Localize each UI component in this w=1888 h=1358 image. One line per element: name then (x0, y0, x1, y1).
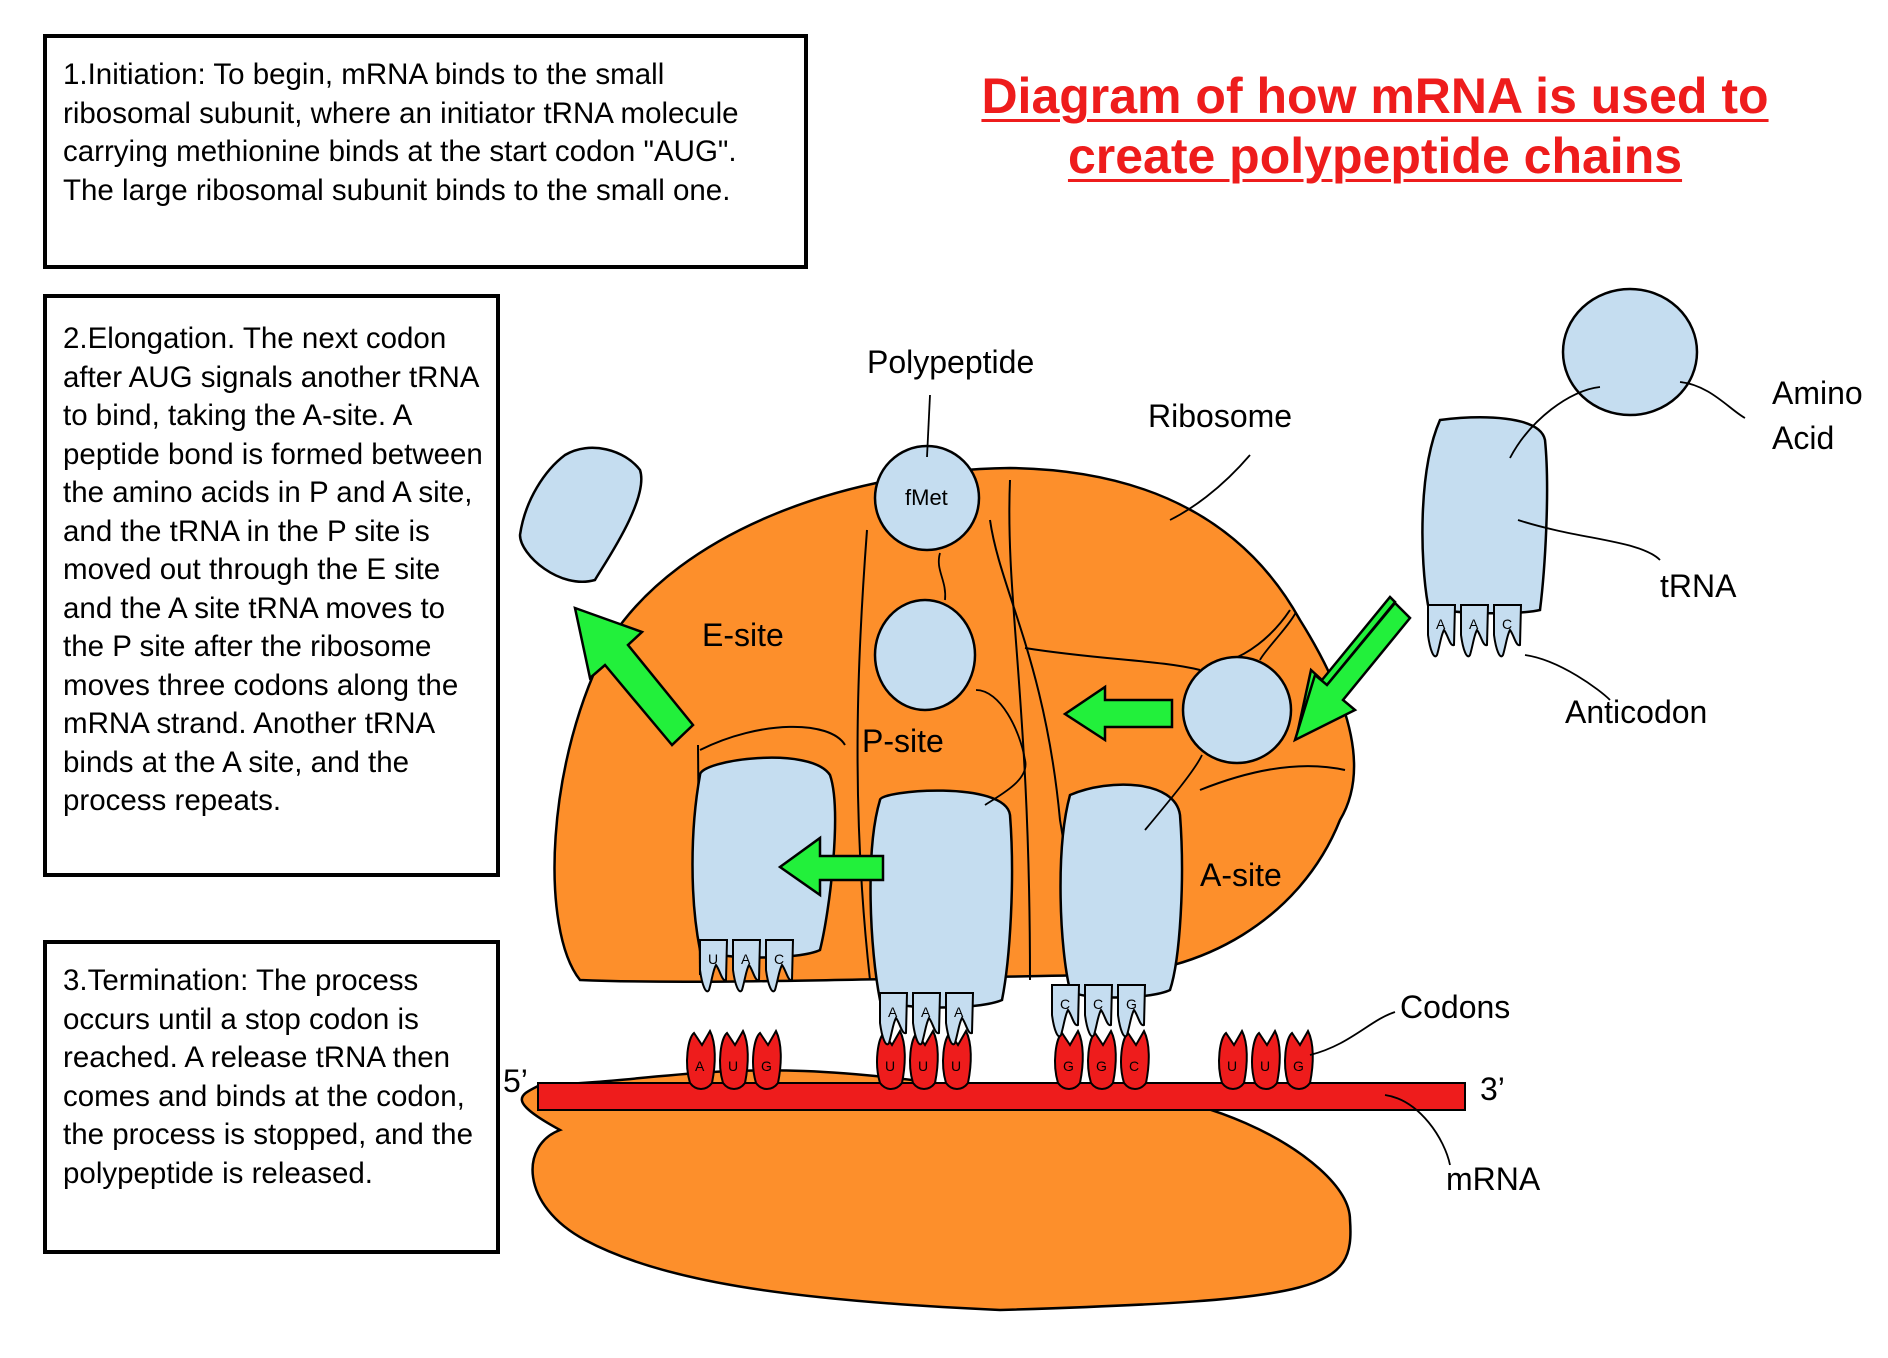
p-site-trna (869, 789, 1014, 1009)
anticodon-base (1493, 604, 1523, 658)
translocation-arrow-lower (777, 835, 885, 898)
polypeptide-label: Polypeptide (867, 344, 1034, 380)
anticodon-letter: A (921, 1004, 931, 1020)
anticodon-base (699, 939, 729, 993)
anticodon-base (879, 992, 909, 1046)
termination-textbox: 3.Termination: The process occurs until … (43, 940, 500, 1254)
exiting-trna (518, 446, 643, 583)
anticodon-letter: C (1093, 996, 1103, 1012)
five-prime-label: 5’ (503, 1063, 528, 1099)
ribosome-label: Ribosome (1148, 398, 1292, 434)
anticodon-letter: C (1060, 996, 1070, 1012)
codon-base (719, 1028, 749, 1090)
anticodon-letter: U (708, 951, 718, 967)
codon-base (909, 1028, 939, 1090)
anticodon-base (912, 992, 942, 1046)
p-site-amino-acid (873, 598, 977, 712)
initiation-textbox: 1.Initiation: To begin, mRNA binds to th… (43, 34, 808, 269)
anticodon-base (1427, 604, 1457, 658)
codon-base (1251, 1028, 1281, 1090)
initiation-text: 1.Initiation: To begin, mRNA binds to th… (63, 58, 739, 207)
elongation-text: 2.Elongation. The next codon after AUG s… (63, 322, 483, 817)
codon-letter: C (1129, 1058, 1139, 1074)
fmet-label: fMet (905, 485, 948, 510)
entry-arrow-body (1292, 601, 1412, 743)
exit-arrow (573, 606, 695, 747)
codon-letter: U (1260, 1058, 1270, 1074)
anticodon-letter: A (741, 951, 751, 967)
codon-base (1087, 1028, 1117, 1090)
trna-label: tRNA (1660, 568, 1737, 604)
anticodon-base (1051, 984, 1081, 1038)
codon-letter: A (695, 1058, 705, 1074)
codon-letter: U (1227, 1058, 1237, 1074)
codon-base (686, 1028, 716, 1090)
codon-letter: G (1063, 1058, 1074, 1074)
a-site-label: A-site (1200, 857, 1282, 893)
anticodon-letter: C (774, 951, 784, 967)
codon-base (1120, 1028, 1150, 1090)
mrna-label: mRNA (1446, 1161, 1541, 1197)
codon-base (1284, 1028, 1314, 1090)
anticodon-letter: A (1469, 616, 1479, 632)
amino-acid-label-line1: Amino (1772, 375, 1863, 411)
codon-base (876, 1028, 906, 1090)
small-ribosomal-subunit (520, 1069, 1352, 1312)
anticodon-row: U A C A A A C C G A A C (699, 604, 1523, 1046)
anticodon-letter: G (1126, 996, 1137, 1012)
amino-acid-label-line2: Acid (1772, 420, 1834, 456)
a-site-amino-acid (1181, 655, 1293, 765)
mrna-strand (537, 1082, 1466, 1111)
codon-base (752, 1028, 782, 1090)
codon-letter: U (918, 1058, 928, 1074)
elongation-textbox: 2.Elongation. The next codon after AUG s… (43, 294, 500, 877)
three-prime-label: 3’ (1480, 1071, 1505, 1107)
anticodon-letter: A (1436, 616, 1446, 632)
codon-base (1218, 1028, 1248, 1090)
anticodon-base (1084, 984, 1114, 1038)
termination-text: 3.Termination: The process occurs until … (63, 964, 473, 1190)
anticodon-letter: A (888, 1004, 898, 1020)
a-site-trna (1059, 783, 1184, 999)
anticodon-letter: A (954, 1004, 964, 1020)
anticodon-base (765, 939, 795, 993)
codon-letter: G (1293, 1058, 1304, 1074)
codon-letter: U (951, 1058, 961, 1074)
codon-letter: G (1096, 1058, 1107, 1074)
codon-base (942, 1028, 972, 1090)
codon-letter: G (761, 1058, 772, 1074)
translocation-arrow-upper (1062, 684, 1174, 743)
anticodon-base (945, 992, 975, 1046)
incoming-trna (1421, 416, 1549, 615)
leader-lines (926, 381, 1746, 1166)
codon-base (1054, 1028, 1084, 1090)
p-site-label: P-site (862, 723, 944, 759)
codons-label: Codons (1400, 989, 1510, 1025)
e-site-trna (691, 756, 837, 959)
codon-letter: U (885, 1058, 895, 1074)
anticodon-base (732, 939, 762, 993)
anticodon-base (1117, 984, 1147, 1038)
e-site-label: E-site (702, 617, 784, 653)
codon-letter: U (728, 1058, 738, 1074)
anticodon-letter: C (1502, 616, 1512, 632)
anticodon-base (1460, 604, 1490, 658)
diagram-title: Diagram of how mRNA is used to create po… (981, 68, 1769, 184)
incoming-amino-acid (1561, 287, 1699, 417)
anticodon-label: Anticodon (1565, 694, 1707, 730)
